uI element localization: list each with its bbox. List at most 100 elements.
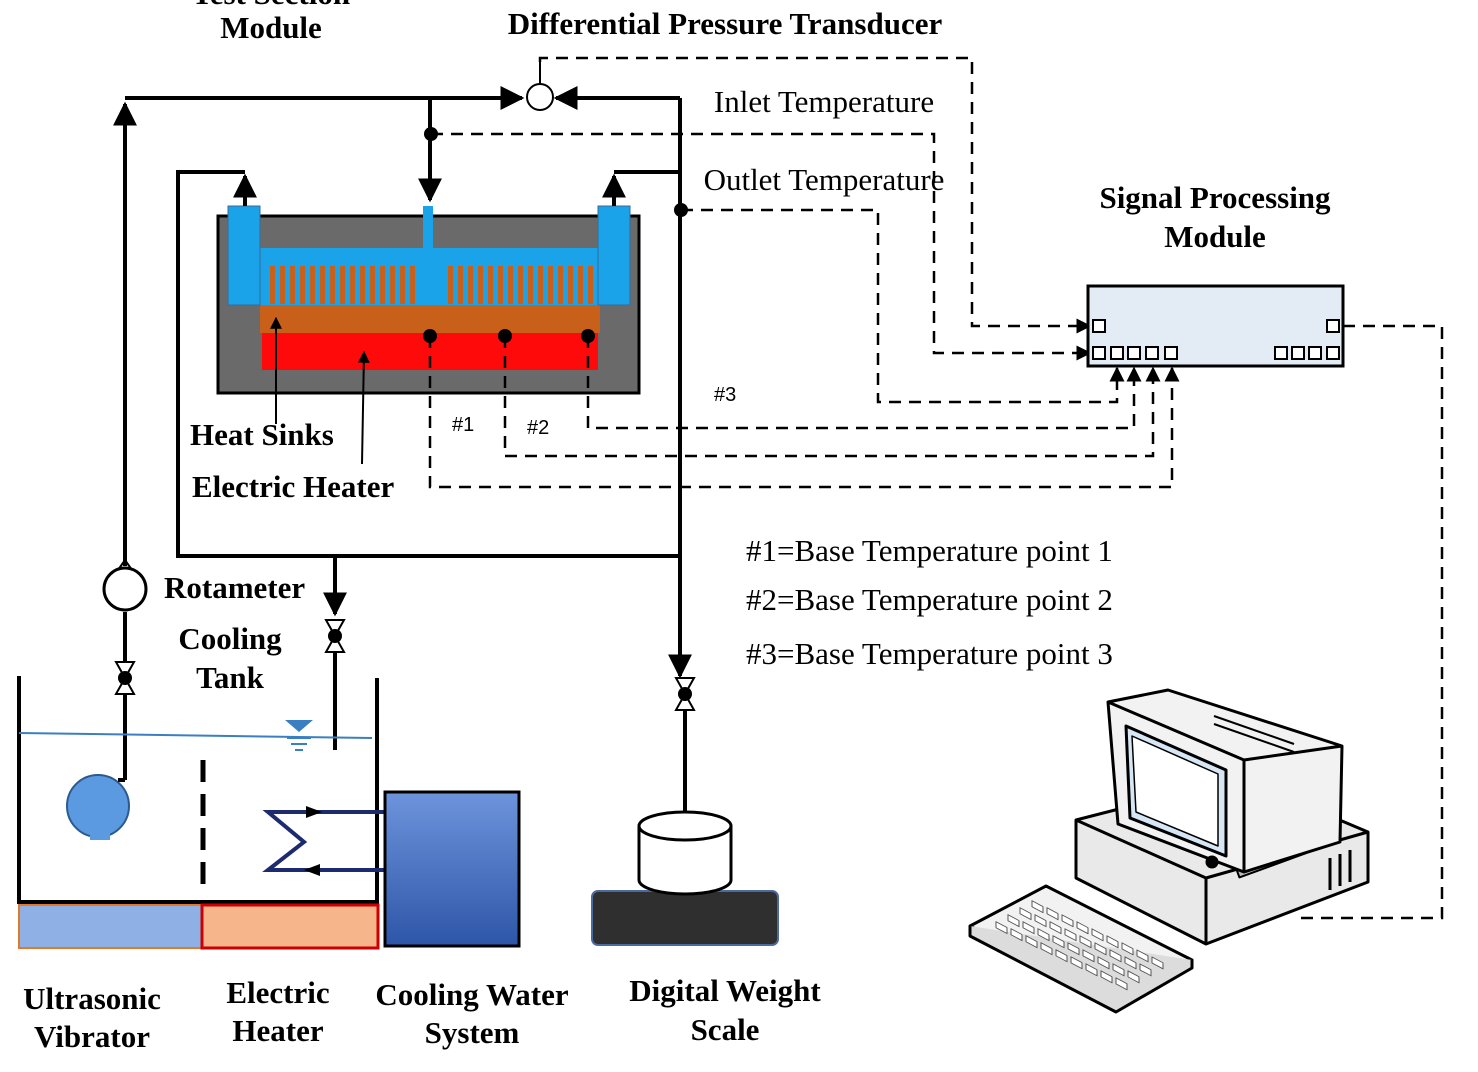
signal-port — [1308, 346, 1322, 360]
test-section-module-label: Module — [220, 10, 322, 45]
heat-sink-fin — [380, 266, 385, 304]
keyboard-key — [1151, 956, 1164, 970]
thermocouple-3-label: #3 — [714, 384, 736, 406]
keyboard-key — [1061, 914, 1074, 928]
rotameter-icon — [102, 566, 148, 612]
keyboard-key — [1139, 963, 1152, 977]
heat-sink-fin — [370, 266, 375, 304]
keyboard-key — [1019, 907, 1032, 921]
valve-tank-icon — [324, 619, 346, 653]
heat-sink-fin — [578, 266, 583, 304]
keyboard-key — [1025, 935, 1038, 949]
heat-sink-fin — [448, 266, 453, 304]
rotameter-label: Rotameter — [164, 570, 305, 605]
keyboard-key — [1049, 921, 1062, 935]
signal-port — [1326, 346, 1340, 360]
keyboard-key — [1037, 928, 1050, 942]
signal-port — [1092, 346, 1106, 360]
heat-sink-fin — [478, 266, 483, 304]
water-level-icon — [285, 720, 313, 732]
heat-sink-fin — [538, 266, 543, 304]
keyboard-key — [1112, 963, 1125, 977]
heat-sink-fins — [270, 266, 593, 304]
keyboard-key — [1106, 935, 1119, 949]
cooling-tank-label-2: Tank — [196, 660, 265, 695]
keyboard-key — [1034, 914, 1047, 928]
center-inlet — [423, 206, 433, 248]
heat-sink-fin — [290, 266, 295, 304]
heat-sink-fin — [588, 266, 593, 304]
legend-item-2: #2=Base Temperature point 2 — [746, 582, 1113, 617]
cooling-water-label-1: Cooling Water — [375, 977, 568, 1012]
heat-sink-fin — [270, 266, 275, 304]
signal-port — [1291, 346, 1305, 360]
signal-processing-label-1: Signal Processing — [1099, 180, 1331, 215]
heat-sink-fin — [320, 266, 325, 304]
dp-transducer-icon — [526, 83, 554, 111]
signal-port — [1145, 346, 1159, 360]
heat-sink-fin — [558, 266, 563, 304]
keyboard-key — [1085, 963, 1098, 977]
heat-sink-fin — [360, 266, 365, 304]
signal-port — [1326, 319, 1340, 333]
cooling-water-label-2: System — [425, 1015, 520, 1050]
inlet-temperature-label: Inlet Temperature — [714, 84, 934, 119]
keyboard-key — [1052, 935, 1065, 949]
signal-port — [1110, 346, 1124, 360]
keyboard-key — [1031, 900, 1044, 914]
keyboard-key — [1046, 907, 1059, 921]
ultrasonic-label-1: Ultrasonic — [23, 981, 161, 1016]
legend-item-3: #3=Base Temperature point 3 — [746, 636, 1113, 671]
keyboard-key — [995, 921, 1008, 935]
dp-transducer-label: Differential Pressure Transducer — [508, 6, 943, 41]
keyboard-key — [1079, 935, 1092, 949]
heat-sink-fin — [280, 266, 285, 304]
tank-heater-label-1: Electric — [226, 975, 329, 1010]
thermocouple-2-label: #2 — [527, 417, 549, 439]
heat-sink-fin — [548, 266, 553, 304]
ultrasonic-label-2: Vibrator — [34, 1019, 150, 1054]
digital-scale-label-1: Digital Weight — [629, 973, 821, 1008]
cooling-tank — [17, 676, 385, 950]
keyboard-key — [1091, 928, 1104, 942]
signal-processing-module — [1086, 284, 1345, 368]
heat-sink-fin — [350, 266, 355, 304]
test-section-title: Test Section — [192, 0, 350, 11]
keyboard-key — [1136, 949, 1149, 963]
signal-port — [1164, 346, 1178, 360]
keyboard-key — [1094, 942, 1107, 956]
keyboard-key — [1067, 942, 1080, 956]
valve-pump-icon — [114, 661, 136, 695]
keyboard-key — [1082, 949, 1095, 963]
digital-scale — [591, 810, 779, 946]
keyboard-key — [1022, 921, 1035, 935]
keyboard-key — [1109, 949, 1122, 963]
piping — [113, 62, 692, 818]
heat-sink-fin — [410, 266, 415, 304]
computer-icon — [968, 688, 1370, 1014]
keyboard-key — [1121, 942, 1134, 956]
valve-scale-icon — [674, 677, 696, 711]
signal-port — [1092, 319, 1106, 333]
keyboard-key — [1064, 928, 1077, 942]
heat-sink-fin — [518, 266, 523, 304]
heat-sink-fin — [498, 266, 503, 304]
heat-sink-fin — [400, 266, 405, 304]
heat-sink-fin — [568, 266, 573, 304]
heat-sink-fin — [528, 266, 533, 304]
tank-electric-heater-block — [200, 903, 380, 950]
digital-scale-label-2: Scale — [691, 1012, 760, 1047]
heat-sink-fin — [508, 266, 513, 304]
copper-base — [260, 305, 600, 333]
heat-sink-fin — [300, 266, 305, 304]
heat-sink-fin — [458, 266, 463, 304]
inlet-plenum-left — [227, 205, 261, 306]
tank-heater-label-2: Heater — [232, 1013, 323, 1048]
cooling-tank-label-1: Cooling — [178, 621, 282, 656]
ultrasonic-vibrator-block — [18, 904, 203, 949]
signal-port — [1274, 346, 1288, 360]
heat-sink-fin — [310, 266, 315, 304]
heat-sink-fin — [488, 266, 493, 304]
